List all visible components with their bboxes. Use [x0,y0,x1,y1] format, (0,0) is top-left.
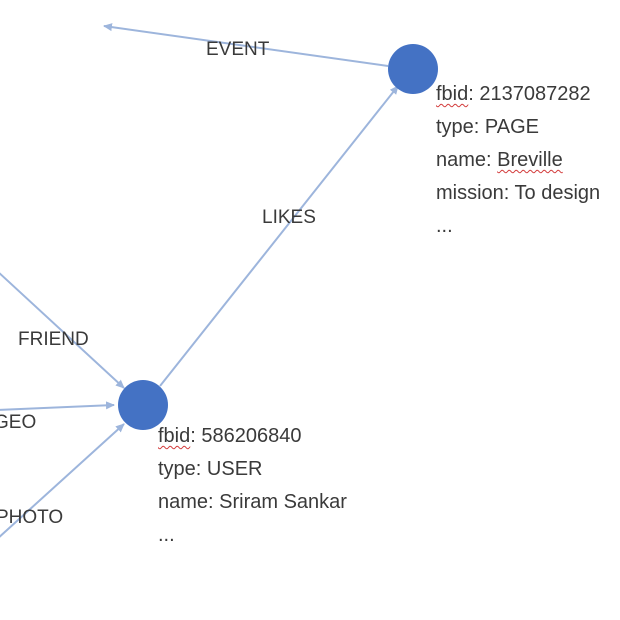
user-node [118,380,168,430]
edge-friend [0,272,125,389]
edge-likes [159,85,399,387]
edge-label-likes: LIKES [262,207,316,228]
edge-event [103,23,389,67]
user-fbid-value: : 586206840 [190,425,302,447]
page-name-line: name: Breville [436,144,600,177]
page-more-line: ... [436,215,453,237]
edge-geo [0,401,115,411]
page-fbid-key: fbid [436,83,469,105]
page-fbid-value: : 2137087282 [468,83,591,105]
page-name-key: name: [436,149,498,171]
user-fbid-line: fbid: 586206840 [158,420,347,453]
page-fbid-line: fbid: 2137087282 [436,78,600,111]
page-name-value: Breville [497,149,563,171]
page-type-line: type: PAGE [436,116,540,138]
edge-photo [0,423,125,538]
user-node-properties: fbid: 586206840 type: USER name: Sriram … [158,420,347,552]
user-fbid-key: fbid [158,425,191,447]
user-more-line: ... [158,524,175,546]
edge-label-photo: PHOTO [0,507,64,528]
page-mission-line: mission: To design [436,182,601,204]
user-name-line: name: Sriram Sankar [158,491,347,513]
edge-label-event: EVENT [206,39,270,60]
edge-label-geo: GEO [0,412,37,433]
user-type-line: type: USER [158,458,263,480]
page-node [388,44,438,94]
page-node-properties: fbid: 2137087282 type: PAGE name: Brevil… [436,78,600,243]
edge-label-friend: FRIEND [18,329,89,350]
